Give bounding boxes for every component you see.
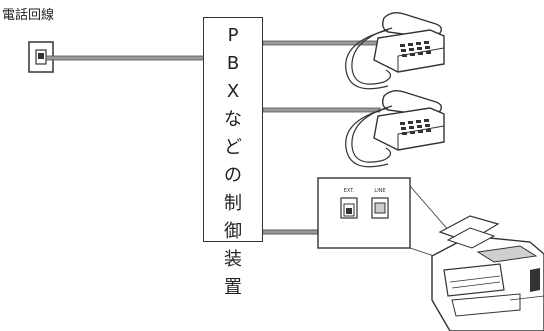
pbx-label-char: の xyxy=(224,165,242,186)
ext-port-icon xyxy=(340,197,358,219)
cable-wall-to-pbx xyxy=(45,55,205,61)
telephone-icon xyxy=(345,11,445,90)
phone-line-label: 電話回線 xyxy=(2,8,55,23)
pbx-label-char: B xyxy=(226,53,240,74)
pbx-label-char: 制 xyxy=(224,193,242,214)
pbx-label-char: P xyxy=(227,25,239,46)
pbx-label-char: X xyxy=(226,81,240,102)
pbx-label-char: な xyxy=(224,109,242,130)
line-port-label: LINE xyxy=(374,188,385,194)
pbx-label-char: 置 xyxy=(224,277,242,298)
pbx-label-char: 装 xyxy=(224,249,242,270)
fax-machine-icon xyxy=(431,215,544,331)
pbx-label-char: ど xyxy=(224,137,242,158)
ext-port-label: EXT. xyxy=(344,188,355,194)
fax-port-panel: EXT. LINE xyxy=(317,177,411,249)
telephone-icon xyxy=(345,89,445,168)
pbx-label-char: 御 xyxy=(224,221,242,242)
cable-pbx-to-phone-2 xyxy=(262,107,381,113)
line-port-icon xyxy=(371,197,389,219)
